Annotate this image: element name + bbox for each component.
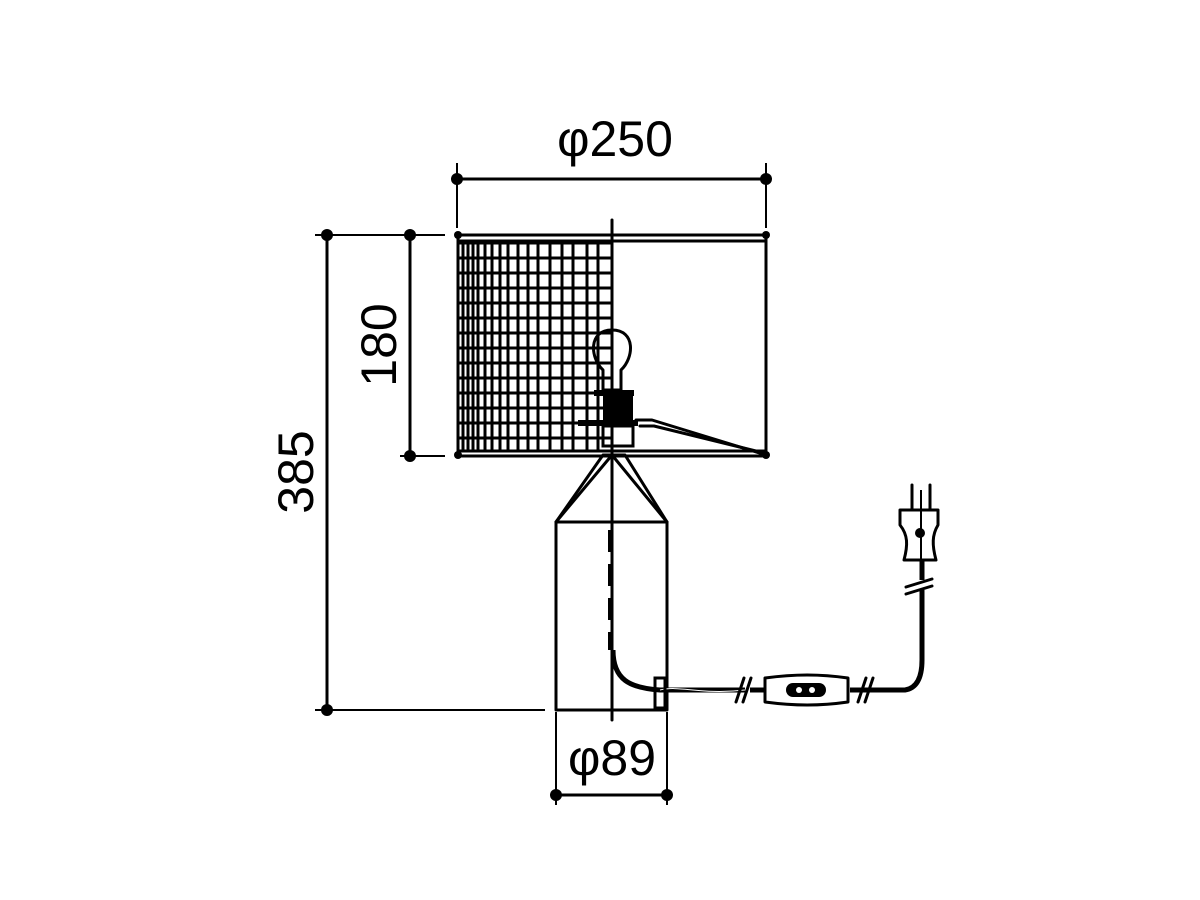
shade-diameter-dimension: φ250 xyxy=(451,111,772,228)
base-diameter-label: φ89 xyxy=(568,730,656,786)
total-height-label: 385 xyxy=(268,430,324,513)
power-cord xyxy=(610,560,934,710)
total-height-dimension: 385 xyxy=(268,229,545,716)
lamp-shade xyxy=(454,231,770,459)
shade-height-label: 180 xyxy=(351,303,407,386)
shade-height-dimension: 180 xyxy=(351,229,445,462)
lamp-base xyxy=(554,453,669,712)
shade-diameter-label: φ250 xyxy=(557,111,673,167)
inline-switch xyxy=(763,673,850,707)
base-diameter-dimension: φ89 xyxy=(550,712,673,805)
shade-mesh-grid xyxy=(456,235,612,456)
power-plug xyxy=(898,483,940,562)
